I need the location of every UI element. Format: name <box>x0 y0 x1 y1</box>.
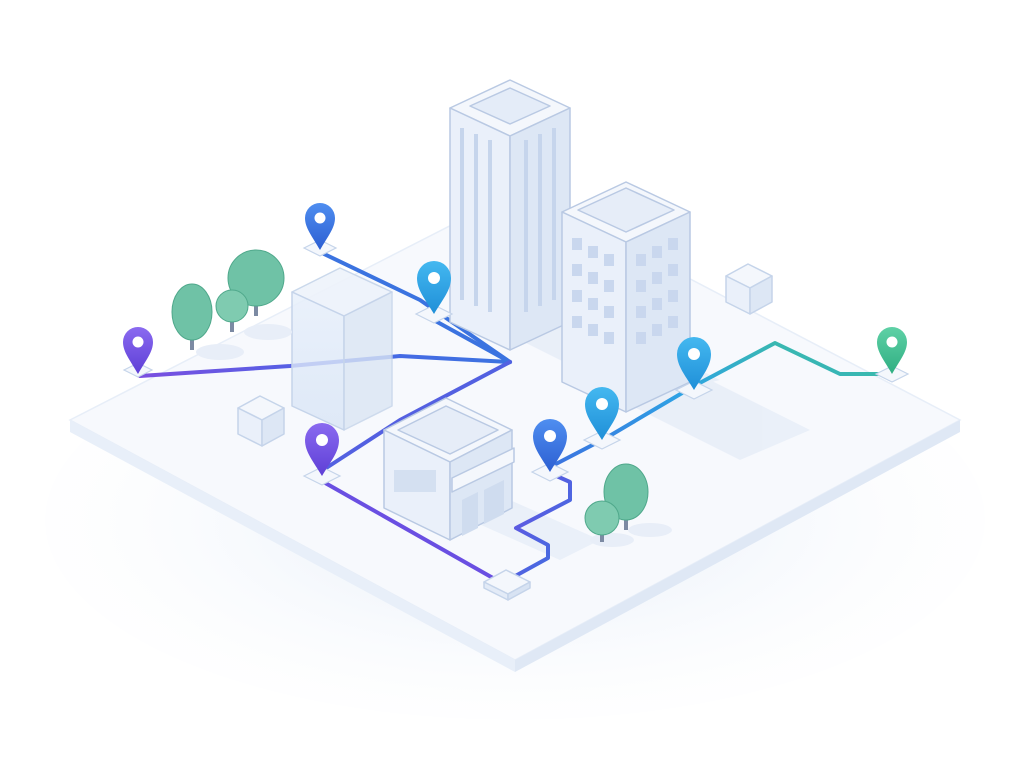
tree-icon <box>227 249 285 316</box>
location-pin-icon <box>302 423 342 486</box>
store-building <box>383 397 515 541</box>
location-pin-icon <box>122 327 154 378</box>
crate-right <box>725 263 773 315</box>
location-pin-icon <box>530 419 570 482</box>
location-pin-icon <box>302 203 338 257</box>
office-windows <box>572 238 678 344</box>
location-pin-icon <box>414 261 454 324</box>
tall-tower-building <box>449 79 571 351</box>
tree-icon <box>215 289 249 332</box>
tree-cluster-left <box>171 249 292 360</box>
glass-cube-building <box>291 267 393 431</box>
location-pin-icon <box>674 337 714 400</box>
location-pin-icon <box>582 387 622 450</box>
office-building <box>561 181 691 413</box>
location-pin-icon <box>874 327 910 383</box>
crate-left <box>237 395 285 447</box>
tree-icon <box>603 463 649 530</box>
route-node-box <box>483 569 531 601</box>
route-hub-down <box>318 360 512 474</box>
tree-icon <box>584 500 620 542</box>
route-blue-hub <box>428 316 512 364</box>
tree-icon <box>171 283 213 350</box>
route-violet-bottom <box>318 478 502 584</box>
tree-cluster-right <box>584 463 672 547</box>
route-bottom-mid <box>506 472 572 582</box>
route-blue-top <box>318 250 512 364</box>
